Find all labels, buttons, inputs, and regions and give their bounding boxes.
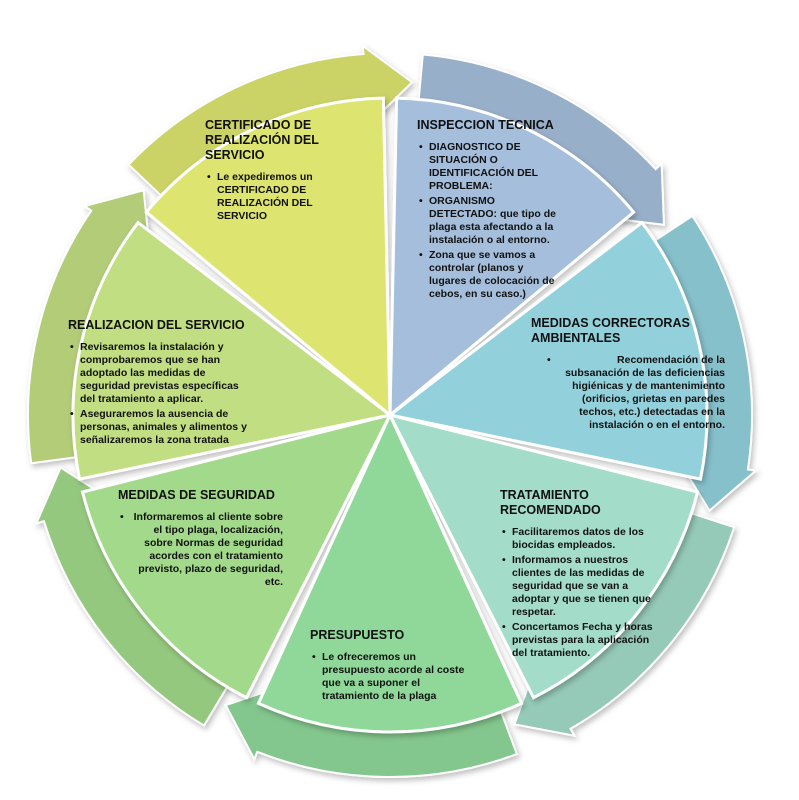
- bullet-list: Le ofreceremos un presupuesto acorde al …: [310, 651, 472, 703]
- bullet: Revisaremos la instalación y comprobarem…: [70, 341, 256, 406]
- segment-title: CERTIFICADO DE REALIZACIÓN DEL SERVICIO: [205, 118, 319, 162]
- bullet: Le expediremos un CERTIFICADO DE REALIZA…: [207, 171, 365, 223]
- segment-medidas-correctoras: MEDIDAS CORRECTORAS AMBIENTALES Recomend…: [531, 316, 725, 434]
- bullet-list: Revisaremos la instalación y comprobarem…: [68, 341, 256, 447]
- segment-title: TRATAMIENTO RECOMENDADO: [500, 488, 601, 517]
- segment-title: INSPECCION TECNICA: [417, 118, 554, 132]
- bullet: Informaremos al cliente sobre el tipo pl…: [120, 511, 283, 589]
- bullet-list: DIAGNOSTICO DE SITUACIÓN O IDENTIFICACIÓ…: [417, 141, 562, 301]
- bullet: Recomendación de la subsanación de las d…: [547, 354, 725, 432]
- segment-title: MEDIDAS DE SEGURIDAD: [118, 488, 275, 502]
- segment-title: REALIZACION DEL SERVICIO: [68, 318, 245, 332]
- bullet: Aseguraremos la ausencia de personas, an…: [70, 408, 256, 447]
- bullet: Facilitaremos datos de los biocidas empl…: [502, 526, 660, 552]
- bullet-list: Recomendación de la subsanación de las d…: [545, 354, 725, 432]
- bullet-list: Facilitaremos datos de los biocidas empl…: [500, 526, 660, 660]
- segment-medidas-seguridad: MEDIDAS DE SEGURIDAD Informaremos al cli…: [118, 488, 283, 591]
- bullet: Le ofreceremos un presupuesto acorde al …: [312, 651, 472, 703]
- segment-certificado: CERTIFICADO DE REALIZACIÓN DEL SERVICIO …: [205, 118, 365, 225]
- segment-inspeccion: INSPECCION TECNICA DIAGNOSTICO DE SITUAC…: [417, 118, 562, 303]
- bullet-list: Le expediremos un CERTIFICADO DE REALIZA…: [205, 171, 365, 223]
- segment-presupuesto: PRESUPUESTO Le ofreceremos un presupuest…: [310, 628, 472, 705]
- segment-title: MEDIDAS CORRECTORAS AMBIENTALES: [531, 316, 690, 345]
- bullet-list: Informaremos al cliente sobre el tipo pl…: [118, 511, 283, 589]
- bullet: Zona que se vamos a controlar (planos y …: [419, 249, 562, 301]
- segment-tratamiento: TRATAMIENTO RECOMENDADO Facilitaremos da…: [500, 488, 660, 662]
- bullet: ORGANISMO DETECTADO: que tipo de plaga e…: [419, 195, 562, 247]
- segment-realizacion: REALIZACION DEL SERVICIO Revisaremos la …: [68, 318, 256, 449]
- bullet: Concertamos Fecha y horas previstas para…: [502, 621, 660, 660]
- bullet: Informamos a nuestros clientes de las me…: [502, 554, 660, 619]
- bullet: DIAGNOSTICO DE SITUACIÓN O IDENTIFICACIÓ…: [419, 141, 562, 193]
- segment-title: PRESUPUESTO: [310, 628, 405, 642]
